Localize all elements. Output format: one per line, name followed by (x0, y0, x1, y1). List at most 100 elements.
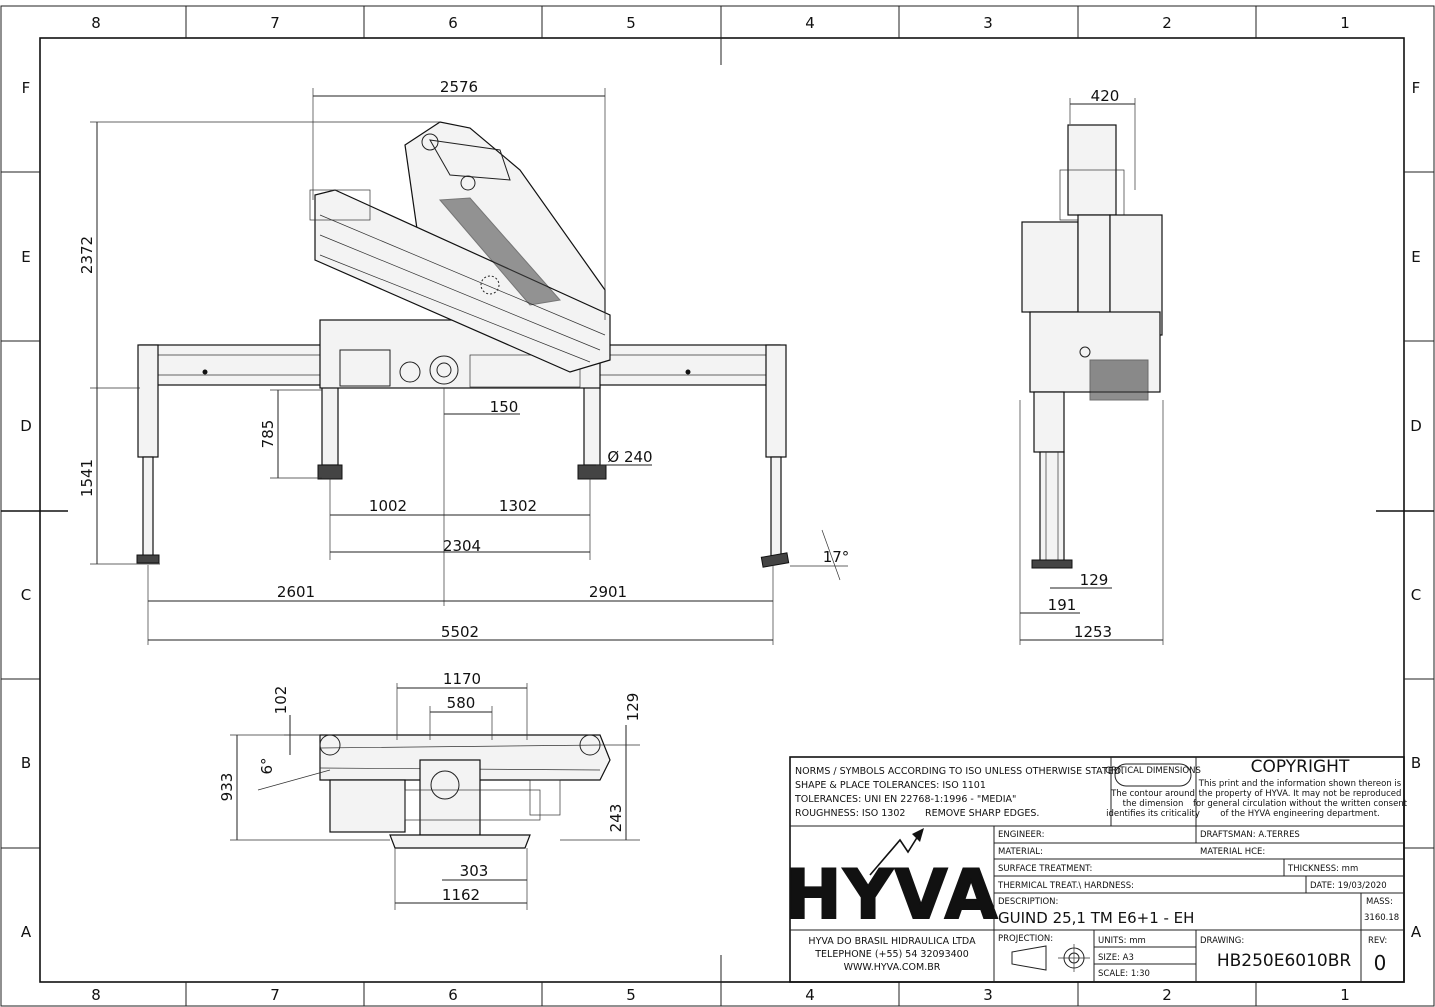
critical-text-1: The contour around (1110, 789, 1195, 799)
dim-1002: 1002 (369, 497, 407, 515)
rev-label: REV: (1368, 936, 1387, 946)
zone-col-8-bottom: 8 (91, 986, 101, 1004)
copyright-text-1: This print and the information shown the… (1198, 779, 1402, 789)
remove-sharp-edges: REMOVE SHARP EDGES. (925, 808, 1039, 819)
dim-580: 580 (447, 694, 476, 712)
rev-value: 0 (1374, 951, 1387, 975)
zone-col-6-bottom: 6 (448, 986, 458, 1004)
zone-col-3-bottom: 3 (983, 986, 993, 1004)
mass-label: MASS: (1366, 897, 1393, 907)
dim-191: 191 (1048, 596, 1077, 614)
end-tank (1021, 221, 1079, 313)
side-view (136, 121, 790, 568)
description-label: DESCRIPTION: (998, 897, 1058, 907)
dim-2304: 2304 (443, 537, 481, 555)
dim-420: 420 (1091, 87, 1120, 105)
drawing-border (39, 37, 1405, 983)
copyright-text-4: of the HYVA engineering department. (1220, 809, 1379, 819)
zone-col-3-top: 3 (983, 14, 993, 32)
zone-col-5-top: 5 (626, 14, 636, 32)
zone-ticks (1, 6, 1434, 1006)
top-view (319, 734, 611, 849)
dim-1541: 1541 (78, 459, 96, 497)
zone-row-b-left: B (21, 754, 31, 772)
thickness-label: THICKNESS: mm (1287, 864, 1358, 874)
dim-17-degree: 17° (823, 548, 850, 566)
outer-frame (0, 5, 1435, 1007)
dim-129-top: 129 (624, 693, 642, 722)
dim-2372: 2372 (78, 236, 96, 274)
zone-row-f-right: F (1412, 79, 1421, 97)
company-name: HYVA DO BRASIL HIDRAULICA LTDA (808, 936, 976, 947)
dim-129-end: 129 (1080, 571, 1109, 589)
zone-col-8-top: 8 (91, 14, 101, 32)
zone-col-2-bottom: 2 (1162, 986, 1172, 1004)
zone-row-c-right: C (1411, 586, 1421, 604)
dim-1170: 1170 (443, 670, 481, 688)
dim-2601: 2601 (277, 583, 315, 601)
zone-row-d-right: D (1410, 417, 1422, 435)
zone-row-a-left: A (21, 923, 32, 941)
norms-line-3: TOLERANCES: UNI EN 22768-1:1996 - "MEDIA… (794, 794, 1016, 805)
critical-title-text: CRITICAL DIMENSIONS (1105, 766, 1201, 776)
right-outer-leg (770, 456, 782, 558)
end-view (1021, 124, 1163, 569)
zone-col-7-bottom: 7 (270, 986, 280, 1004)
critical-text-2: the dimension (1123, 799, 1184, 809)
date-label: DATE: 19/03/2020 (1310, 881, 1387, 891)
dim-1253: 1253 (1074, 623, 1112, 641)
zone-row-c-left: C (21, 586, 31, 604)
dim-5502: 5502 (441, 623, 479, 641)
surface-treatment-label: SURFACE TREATMENT: (998, 864, 1092, 874)
top-view-dimensions (230, 683, 640, 910)
copyright-text-3: for general circulation without the writ… (1193, 799, 1408, 809)
scale-label: SCALE: 1:30 (1098, 969, 1150, 979)
critical-text-3: identifies its criticality (1106, 809, 1200, 819)
drawing-label: DRAWING: (1200, 936, 1244, 946)
zone-row-d-left: D (20, 417, 32, 435)
dim-150: 150 (490, 398, 519, 416)
title-block (789, 756, 1405, 983)
zone-col-2-top: 2 (1162, 14, 1172, 32)
zone-col-6-top: 6 (448, 14, 458, 32)
zone-row-f-left: F (22, 79, 31, 97)
dim-243: 243 (607, 804, 625, 833)
zone-row-a-right: A (1411, 923, 1422, 941)
dim-785: 785 (259, 420, 277, 449)
critical-dimensions-title: CRITICAL DIMENSIONS (1105, 766, 1201, 776)
right-inner-leg (583, 384, 601, 466)
end-leg (1039, 451, 1065, 563)
zone-col-4-bottom: 4 (805, 986, 815, 1004)
material-label: MATERIAL: (998, 847, 1043, 857)
size-label: SIZE: A3 (1098, 953, 1134, 963)
copyright-text-2: the property of HYVA. It may not be repr… (1199, 789, 1402, 799)
engineer-label: ENGINEER: (998, 830, 1044, 840)
dim-pad-diameter: Ø 240 (607, 448, 652, 466)
thermal-treatment-label: THERMICAL TREAT.\ HARDNESS: (997, 881, 1134, 891)
side-view-dimensions (90, 88, 848, 645)
left-outer-leg (142, 456, 154, 558)
zone-row-e-left: E (21, 248, 30, 266)
dim-303: 303 (460, 862, 489, 880)
zone-col-5-bottom: 5 (626, 986, 636, 1004)
copyright-title: COPYRIGHT (1251, 757, 1350, 777)
projection-label: PROJECTION: (998, 934, 1053, 944)
dim-2901: 2901 (589, 583, 627, 601)
zone-col-4-top: 4 (805, 14, 815, 32)
norms-line-1: NORMS / SYMBOLS ACCORDING TO ISO UNLESS … (795, 766, 1124, 777)
norms-line-2: SHAPE & PLACE TOLERANCES: ISO 1101 (795, 780, 986, 791)
mass-value: 3160.18 (1364, 913, 1399, 923)
zone-row-e-right: E (1411, 248, 1420, 266)
dim-2576: 2576 (440, 78, 478, 96)
zone-col-1-bottom: 1 (1340, 986, 1350, 1004)
description-value: GUIND 25,1 TM E6+1 - EH (998, 909, 1194, 927)
zone-col-1-top: 1 (1340, 14, 1350, 32)
norms-line-4: ROUGHNESS: ISO 1302 (795, 808, 905, 819)
company-website: WWW.HYVA.COM.BR (844, 962, 941, 973)
draftsman-label: DRAFTSMAN: A.TERRES (1200, 830, 1300, 840)
dim-1162: 1162 (442, 886, 480, 904)
zone-col-7-top: 7 (270, 14, 280, 32)
drawing-number: HB250E6010BR (1217, 951, 1352, 971)
logo-text: HYVA (785, 856, 1000, 935)
